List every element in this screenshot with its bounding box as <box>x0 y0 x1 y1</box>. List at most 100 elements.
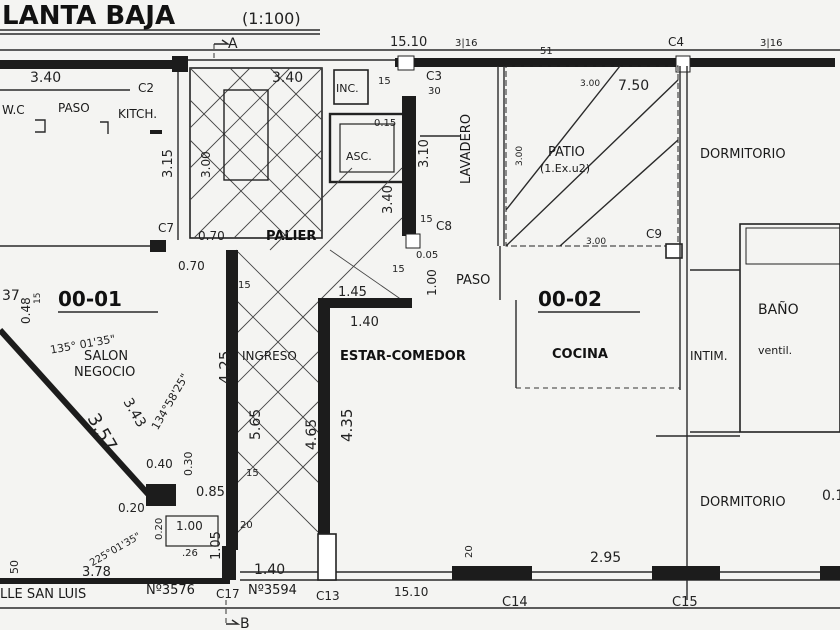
angle-2: 134°58'25" <box>149 371 192 432</box>
dim-070-b: 0.70 <box>178 259 205 273</box>
label-c15: C15 <box>672 595 698 610</box>
label-c3: C3 <box>426 69 442 83</box>
dim-100: 1.00 <box>425 269 439 296</box>
room-wc: W.C <box>2 103 25 117</box>
dim-015: 0.15 <box>374 118 396 129</box>
wall-stub-2 <box>100 121 109 134</box>
dim-15-a: 15 <box>378 76 391 87</box>
dim-020-a: 0.20 <box>118 501 145 515</box>
plan-title: LANTA BAJA <box>2 1 175 31</box>
dim-30: 30 <box>428 86 441 97</box>
dim-20: 20 <box>240 520 253 531</box>
dim-top-316b: 3|16 <box>760 38 782 49</box>
room-ingreso: INGRESO <box>242 349 297 363</box>
street-name: LLE SAN LUIS <box>0 587 86 602</box>
column-c7 <box>150 240 166 252</box>
patio-diagonal-3 <box>505 65 621 211</box>
room-intim: INTIM. <box>690 349 728 363</box>
section-marker-a: A <box>228 36 238 52</box>
dim-15-c: 15 <box>392 264 405 275</box>
dim-425: 4.25 <box>216 351 234 384</box>
dim-020-b: 0.20 <box>154 518 165 540</box>
staircase-hatch <box>189 67 323 239</box>
dim-15-d: 15 <box>238 280 251 291</box>
room-salon-1: SALON <box>84 349 128 364</box>
dim-357: 3.57 <box>83 410 121 455</box>
dim-015b: 0.15 <box>822 488 840 504</box>
room-ventil: ventil. <box>758 344 792 357</box>
room-bano: BAÑO <box>758 301 799 318</box>
entry-box <box>165 515 219 547</box>
room-palier: PALIER <box>266 229 316 244</box>
street-number-1: Nº3576 <box>146 583 195 598</box>
column-c15 <box>652 566 720 580</box>
room-asc: ASC. <box>346 150 372 163</box>
dim-340-mid: 3.40 <box>272 70 303 86</box>
label-c13: C13 <box>316 589 340 603</box>
room-inc: INC. <box>336 82 359 95</box>
dim-300-stair: 3.00 <box>199 151 213 178</box>
column-c17 <box>222 546 236 580</box>
dim-300-d: 3.00 <box>515 146 525 166</box>
wall-corridor-right <box>318 298 330 534</box>
street-number-2: Nº3594 <box>248 583 297 598</box>
section-arrow-a <box>214 39 231 45</box>
dim-378: 3.78 <box>82 565 111 580</box>
wall-stub-3 <box>150 130 162 134</box>
label-c2: C2 <box>138 81 154 95</box>
dim-1510-bot: 15.10 <box>394 585 428 599</box>
dim-048: 0.48 <box>19 297 33 324</box>
label-c7: C7 <box>158 221 174 235</box>
column-c2 <box>172 56 188 72</box>
column-c8 <box>405 233 421 249</box>
bathroom <box>739 223 840 433</box>
dim-300-b: 3.00 <box>580 79 600 89</box>
column-c3 <box>397 55 415 71</box>
label-c17: C17 <box>216 587 240 601</box>
room-estar: ESTAR-COMEDOR <box>340 349 466 364</box>
label-c4: C4 <box>668 35 684 49</box>
plan-scale: (1:100) <box>242 9 301 28</box>
wall-corridor-left <box>226 250 238 550</box>
dim-340-left: 3.40 <box>30 70 61 86</box>
dim-15-e: 15 <box>33 293 43 304</box>
dim-310: 3.10 <box>417 139 432 168</box>
angle-3: 225°01'35" <box>88 531 143 569</box>
dim-435: 4.35 <box>338 409 356 442</box>
column-c16 <box>820 566 840 580</box>
dim-150: 50 <box>8 560 21 574</box>
room-salon-2: NEGOCIO <box>74 365 135 380</box>
dim-037: 37 <box>2 288 20 304</box>
bathroom-fixture <box>745 227 840 265</box>
dim-145: 1.45 <box>338 285 367 300</box>
dim-343: 3.43 <box>120 395 149 430</box>
patio-diagonal-1 <box>505 79 679 247</box>
dim-top-51: 51 <box>540 46 553 57</box>
dim-140-b: 1.40 <box>254 562 285 578</box>
dim-070-a: 0.70 <box>198 229 225 243</box>
label-c8: C8 <box>436 219 452 233</box>
dim-20b: 20 <box>464 545 475 558</box>
wall-bottom-left <box>0 578 230 584</box>
room-patio: PATIO <box>548 145 585 160</box>
dim-140-a: 1.40 <box>350 315 379 330</box>
column-c9 <box>665 243 683 259</box>
section-arrow-b <box>226 619 241 625</box>
dim-15-f: 15 <box>246 468 259 479</box>
room-paso-top: PASO <box>58 101 90 115</box>
corridor-hatch <box>235 167 403 535</box>
patio-outline <box>505 65 679 247</box>
room-paso-mid: PASO <box>456 273 490 288</box>
dim-100-b: 1.00 <box>176 519 203 533</box>
dim-565: 5.65 <box>248 409 264 440</box>
dim-030: 0.30 <box>182 452 195 477</box>
column-c13 <box>317 533 337 581</box>
dim-005: 0.05 <box>416 250 438 261</box>
label-c9: C9 <box>646 227 662 241</box>
room-cocina: COCINA <box>552 347 608 362</box>
unit-label-left: 00-01 <box>58 287 122 311</box>
room-dormitorio-top: DORMITORIO <box>700 147 786 162</box>
staircase <box>189 67 323 239</box>
stair-core <box>223 89 269 181</box>
